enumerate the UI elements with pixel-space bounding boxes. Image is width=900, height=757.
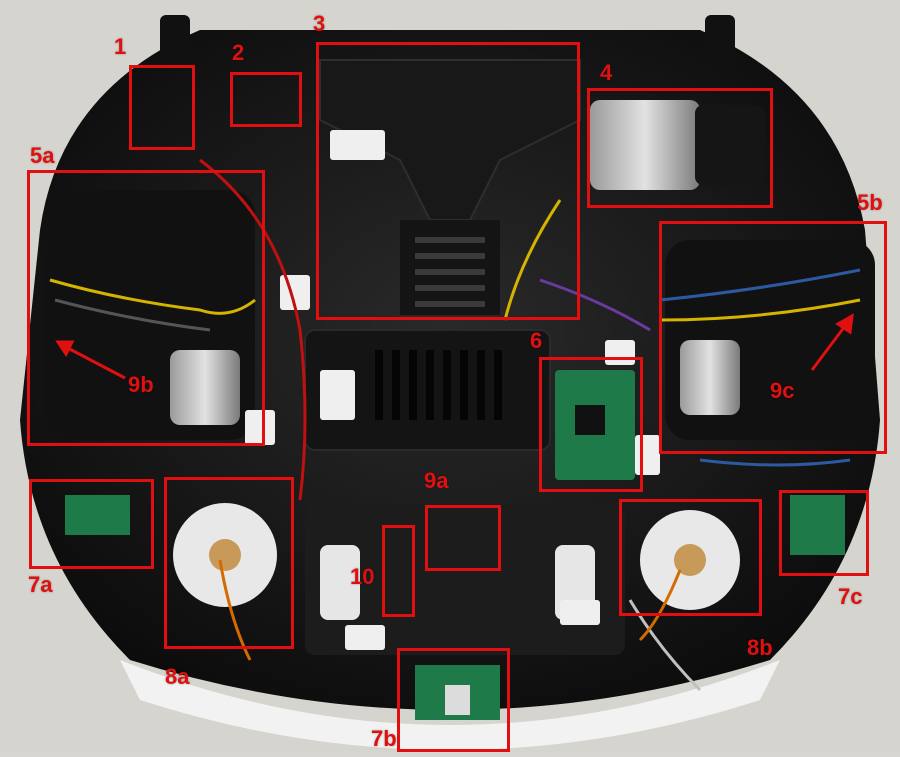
arrow-9b-head [55, 340, 75, 357]
main-motor-cap [695, 105, 765, 185]
box-2 [230, 72, 302, 127]
box-1 [129, 65, 195, 150]
pcb-sensor-bottom-part [445, 685, 470, 715]
wires [49, 158, 861, 692]
box-5a [27, 170, 265, 446]
label-5a: 5a [30, 143, 55, 168]
label-2: 2 [232, 40, 245, 65]
label-8a: 8a [165, 664, 190, 689]
brush-column [400, 220, 500, 315]
label-7b: 7b [371, 726, 397, 751]
box-8b [619, 499, 762, 616]
mount-post-right [705, 15, 735, 70]
label-9c: 9c [770, 378, 795, 403]
arrows [55, 313, 854, 380]
label-10: 10 [350, 564, 375, 589]
arrow-9b [61, 343, 126, 380]
label-3: 3 [313, 11, 326, 36]
spring [415, 237, 485, 307]
arrow-9c-head [835, 313, 854, 335]
caster-bay [305, 505, 625, 655]
box-9a [425, 505, 501, 571]
label-1: 1 [114, 34, 127, 59]
box-5b [659, 221, 887, 454]
label-9a: 9a [424, 468, 449, 493]
label-7c: 7c [838, 584, 863, 609]
box-6 [539, 357, 643, 492]
arrow-9c [810, 321, 850, 371]
main-motor [590, 100, 700, 190]
pcb-chip [575, 405, 605, 435]
box-8a [164, 477, 294, 649]
mount-post-left [160, 15, 190, 70]
wheel-motor-left [170, 350, 240, 425]
label-7a: 7a [28, 572, 53, 597]
label-6: 6 [530, 328, 543, 353]
caster-bracket-left [320, 545, 360, 620]
bumper-rim [120, 660, 780, 750]
box-10 [382, 525, 415, 617]
side-motor-left-hub [209, 539, 241, 571]
label-9b: 9b [128, 372, 154, 397]
pcb-sensor-left [65, 495, 130, 535]
side-motor-right-hub [674, 544, 706, 576]
box-7a [29, 479, 154, 569]
pcb-sensor-right [790, 495, 845, 555]
label-8b: 8b [747, 635, 773, 660]
box-7b [397, 648, 510, 752]
label-5b: 5b [857, 190, 883, 215]
box-7c [779, 490, 869, 576]
label-4: 4 [600, 60, 613, 85]
box-3 [316, 42, 580, 320]
wheel-motor-right [680, 340, 740, 415]
grille-slots [375, 350, 502, 420]
box-4 [587, 88, 773, 208]
